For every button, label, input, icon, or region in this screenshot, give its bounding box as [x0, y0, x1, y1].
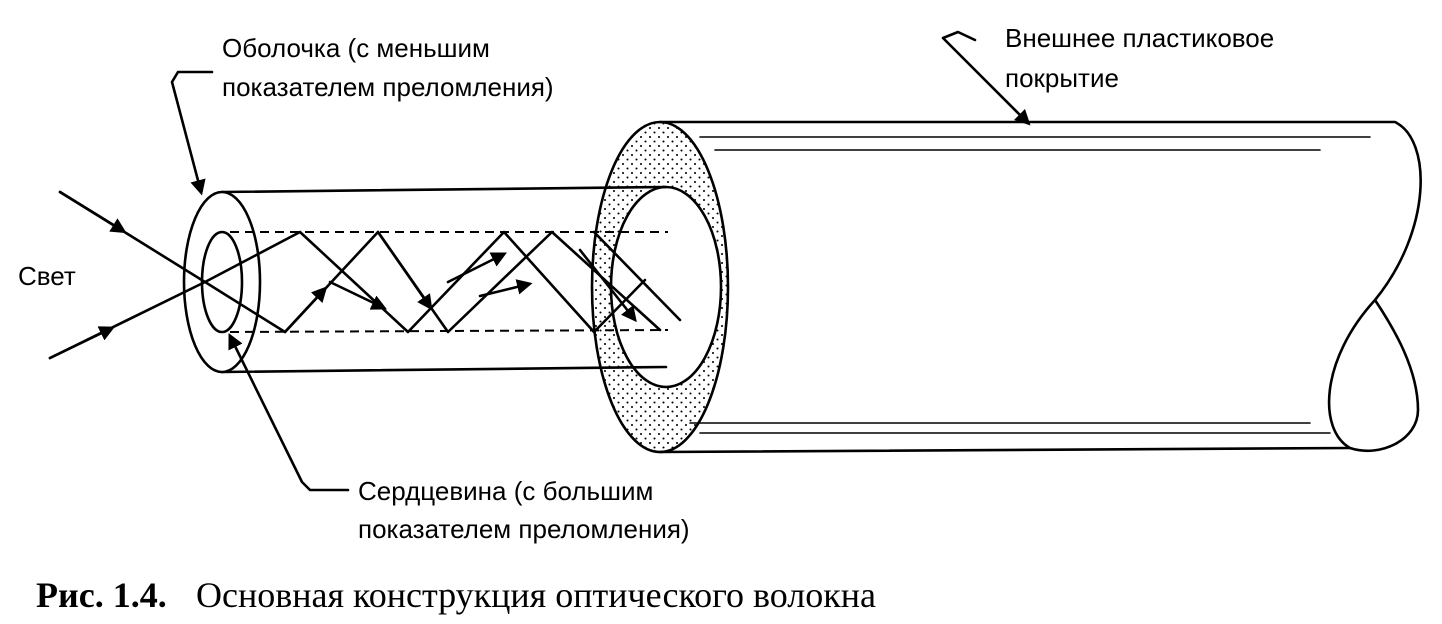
incoming-ray-1-arrow — [58, 190, 127, 234]
cladding-bottom-edge — [220, 365, 668, 374]
zigzag-ray-b — [203, 230, 647, 334]
ray-arrow-1 — [283, 286, 328, 334]
figure-caption-number: Рис. 1.4. — [36, 575, 167, 615]
pointers — [170, 30, 1031, 492]
zigzag-ray-b-end — [592, 230, 682, 322]
ray-arrow-4 — [446, 252, 507, 284]
ray-arrow-2 — [328, 280, 388, 310]
core-label-line2: показателем преломления) — [358, 514, 690, 544]
jacket-label-line2: покрытие — [1005, 63, 1119, 93]
core-front-face — [200, 230, 244, 334]
ray-arrow-3 — [376, 230, 433, 311]
jacket-label-line1: Внешнее пластиковое — [1005, 23, 1274, 53]
ray-arrow-5 — [478, 279, 533, 298]
jacket-bottom-edge — [658, 446, 1352, 454]
ray-arrow-6 — [578, 248, 637, 323]
cladding-pointer — [170, 70, 214, 196]
light-label: Свет — [18, 261, 76, 291]
core-pointer — [228, 333, 350, 492]
incoming-ray-2-arrow — [48, 326, 116, 360]
cladding-label-line1: Оболочка (с меньшим — [222, 33, 490, 63]
outer-jacket — [590, 120, 1422, 454]
jacket-body — [658, 120, 1422, 453]
cladding — [182, 185, 668, 388]
cladding-top-edge — [220, 185, 668, 194]
jacket-pointer — [941, 30, 1031, 126]
cladding-front-face — [182, 190, 262, 374]
light-rays — [48, 190, 682, 360]
figure-caption-text: Основная конструкция оптического волокна — [196, 575, 876, 615]
core-label-line1: Сердцевина (с большим — [358, 476, 653, 506]
cladding-label-line2: показателем преломления) — [222, 72, 554, 102]
